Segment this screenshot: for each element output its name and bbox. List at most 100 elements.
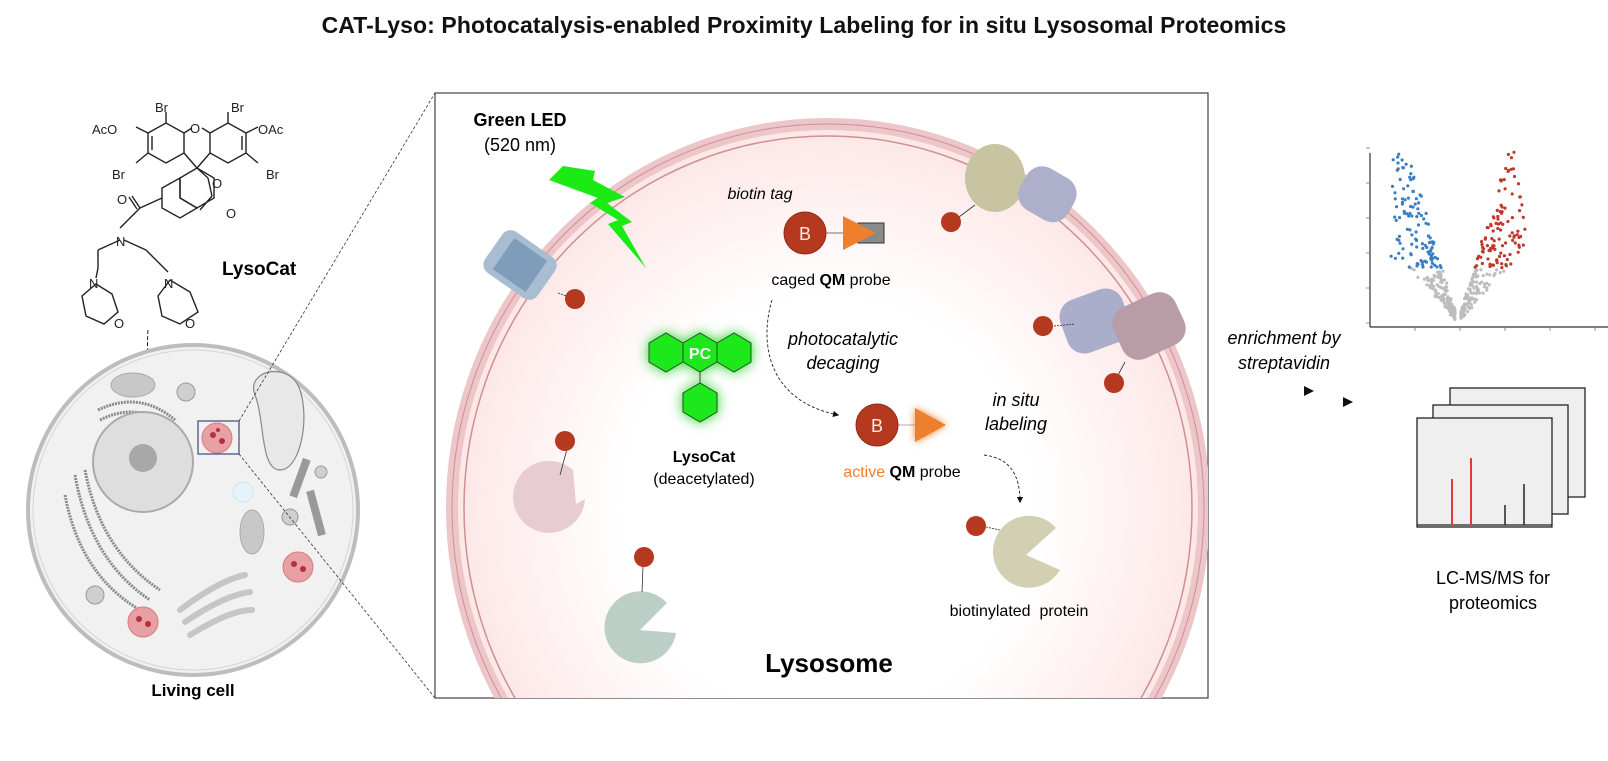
atom-o: O (185, 316, 195, 331)
volcano-point (1491, 263, 1496, 267)
atom-oac: OAc (258, 122, 284, 137)
volcano-point (1475, 257, 1479, 261)
volcano-point (1510, 192, 1514, 196)
volcano-point (1472, 291, 1476, 295)
light-source-label: Green LED (473, 110, 566, 130)
volcano-point (1497, 189, 1501, 193)
volcano-point (1421, 246, 1425, 250)
volcano-point (1494, 221, 1498, 225)
volcano-point (1414, 197, 1418, 201)
volcano-point (1417, 211, 1421, 215)
volcano-point (1500, 262, 1504, 266)
atom-n: N (164, 276, 173, 291)
volcano-point (1420, 242, 1424, 246)
volcano-point (1429, 256, 1433, 260)
volcano-point (1495, 261, 1499, 265)
volcano-point (1401, 247, 1405, 251)
volcano-point (1389, 254, 1393, 258)
volcano-point (1430, 261, 1434, 265)
volcano-point (1513, 241, 1517, 245)
volcano-point (1502, 178, 1506, 182)
membrane-transporter (483, 230, 557, 300)
volcano-point (1425, 283, 1429, 287)
lysocat-structure (81, 112, 259, 325)
volcano-plot (1366, 147, 1608, 331)
volcano-point (1486, 257, 1490, 261)
volcano-point (1497, 237, 1501, 241)
volcano-point (1495, 208, 1499, 212)
volcano-point (1409, 253, 1413, 257)
volcano-point (1408, 228, 1412, 232)
volcano-point (1426, 234, 1430, 238)
arrow-head-icon (1343, 397, 1353, 407)
volcano-point (1427, 241, 1431, 245)
volcano-point (1438, 264, 1442, 268)
volcano-point (1436, 274, 1440, 278)
volcano-point (1471, 280, 1476, 284)
volcano-point (1512, 235, 1516, 239)
volcano-point (1496, 226, 1500, 231)
membrane-protein (1112, 292, 1186, 360)
volcano-point (1504, 241, 1508, 245)
volcano-point (1443, 304, 1447, 308)
biotinylated-protein-label: biotinylated protein (950, 603, 1089, 620)
volcano-point (1475, 280, 1479, 284)
membrane-protein (1059, 288, 1131, 354)
volcano-point (1391, 158, 1395, 162)
volcano-point (1464, 292, 1468, 296)
analysis-label-line1: LC-MS/MS for (1436, 568, 1550, 588)
volcano-point (1492, 216, 1496, 220)
volcano-point (1398, 216, 1402, 220)
volcano-point (1397, 234, 1401, 238)
volcano-point (1476, 274, 1480, 278)
volcano-point (1505, 257, 1509, 262)
volcano-point (1397, 152, 1401, 156)
biotin-label-dot (966, 516, 986, 536)
volcano-point (1428, 286, 1432, 290)
volcano-point (1448, 306, 1453, 310)
volcano-point (1511, 238, 1515, 242)
volcano-point (1521, 215, 1525, 219)
volcano-point (1488, 262, 1492, 266)
volcano-point (1395, 168, 1399, 172)
volcano-point (1518, 195, 1522, 199)
volcano-point (1409, 178, 1413, 182)
nucleolus (129, 444, 157, 472)
volcano-point (1480, 242, 1484, 247)
volcano-point (1485, 272, 1489, 276)
volcano-point (1395, 237, 1399, 241)
volcano-point (1509, 156, 1514, 160)
atom-br: Br (231, 100, 245, 115)
volcano-point (1393, 197, 1397, 201)
volcano-point (1432, 278, 1436, 282)
volcano-point (1488, 264, 1492, 269)
vacuole (252, 370, 305, 471)
analysis-label-line2: proteomics (1449, 593, 1537, 613)
volcano-point (1495, 268, 1499, 272)
enrichment-label-line1: enrichment by (1227, 328, 1341, 348)
volcano-point (1402, 187, 1406, 191)
volcano-point (1431, 284, 1435, 288)
volcano-point (1393, 256, 1397, 260)
volcano-point (1503, 206, 1507, 210)
volcano-point (1501, 222, 1505, 226)
volcano-point (1445, 281, 1449, 285)
volcano-point (1489, 224, 1493, 228)
volcano-point (1439, 294, 1443, 298)
luminal-protein (604, 591, 676, 664)
volcano-point (1433, 255, 1437, 259)
lysosome-small (127, 606, 159, 638)
biotin-label-dot (555, 431, 575, 451)
volcano-point (1503, 187, 1507, 191)
catalyst-name: LysoCat (673, 449, 736, 466)
volcano-point (1519, 234, 1523, 239)
volcano-point (1520, 203, 1524, 207)
volcano-point (1463, 297, 1467, 301)
volcano-point (1462, 302, 1467, 306)
volcano-point (1511, 167, 1516, 171)
volcano-point (1435, 283, 1439, 287)
volcano-point (1435, 265, 1439, 269)
wavelength-label: (520 nm) (484, 135, 556, 155)
catalyst-state: (deacetylated) (653, 471, 754, 488)
volcano-point (1406, 184, 1410, 188)
